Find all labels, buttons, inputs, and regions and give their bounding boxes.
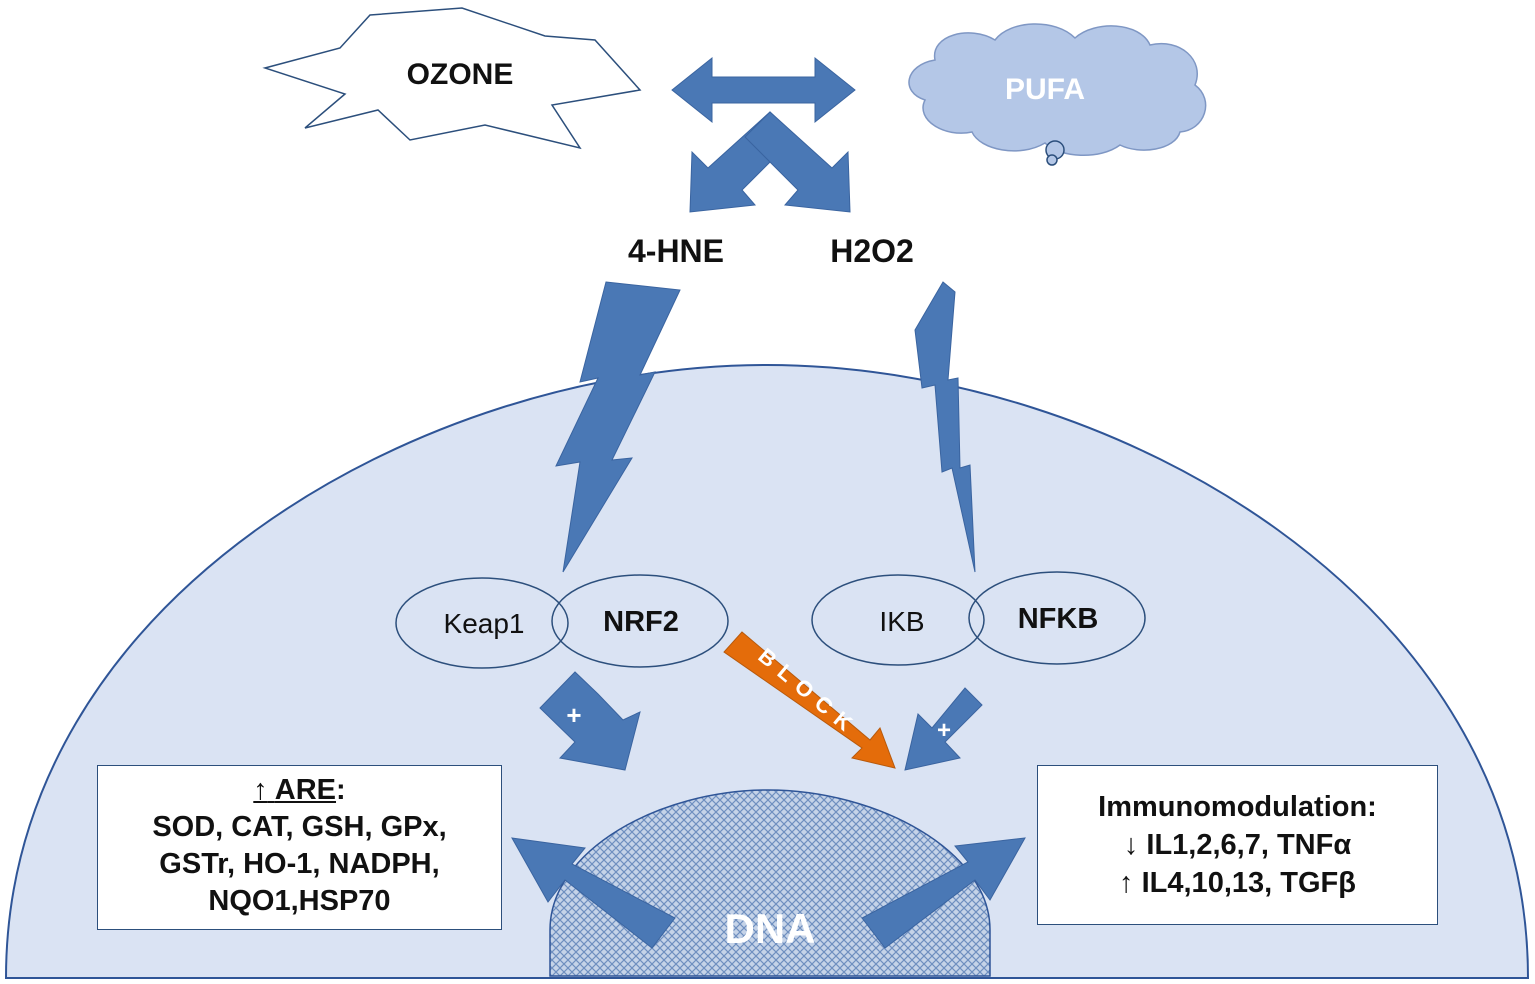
immuno-line-1: ↓ IL1,2,6,7, TNFα <box>1123 829 1352 861</box>
plus-right: + <box>937 717 951 744</box>
dna-to-are-arrow <box>511 837 676 949</box>
ikb-label: IKB <box>879 606 924 637</box>
up-arrow-icon: ↑ <box>253 774 268 806</box>
ozone-label: OZONE <box>407 58 514 91</box>
dna-to-immuno-arrow <box>861 837 1026 949</box>
nfkb-to-dna-plus-arrow <box>904 687 983 771</box>
are-title-underlined: ↑ ARE <box>253 774 336 806</box>
hne-label: 4-HNE <box>628 233 724 269</box>
nfkb-ellipse <box>968 571 1146 665</box>
immuno-title: Immunomodulation: <box>1098 791 1377 823</box>
pufa-cloud-bubble-small <box>1046 154 1058 166</box>
are-line-3: NQO1,HSP70 <box>208 885 391 917</box>
are-genes-box: ↑ ARE: SOD, CAT, GSH, GPx, GSTr, HO-1, N… <box>97 765 502 930</box>
hne-lightning-bolt <box>555 281 681 573</box>
h2o2-lightning-bolt <box>914 281 976 573</box>
nrf2-label: NRF2 <box>603 606 679 638</box>
plus-left: + <box>566 700 581 730</box>
are-title-line: ↑ ARE: <box>98 772 501 809</box>
keap1-label: Keap1 <box>444 608 525 639</box>
nfkb-label: NFKB <box>1018 603 1099 635</box>
ozone-starburst <box>262 7 642 150</box>
are-title: ARE <box>274 774 337 806</box>
split-arrow-to-h2o2 <box>744 111 851 213</box>
immuno-line-2: ↑ IL4,10,13, TGFβ <box>1119 867 1356 899</box>
nrf2-ellipse <box>551 574 729 668</box>
keap1-ellipse <box>395 577 569 669</box>
ikb-ellipse <box>811 574 985 666</box>
are-line-2: GSTr, HO-1, NADPH, <box>159 848 440 880</box>
dna-label: DNA <box>725 905 816 952</box>
h2o2-label: H2O2 <box>830 233 914 269</box>
pufa-cloud <box>908 23 1207 156</box>
are-line-1: SOD, CAT, GSH, GPx, <box>152 811 447 843</box>
nrf2-to-dna-plus-arrow <box>539 671 641 771</box>
ozone-pufa-double-arrow <box>671 56 856 124</box>
are-title-colon: : <box>336 774 346 806</box>
pufa-label: PUFA <box>1005 73 1085 106</box>
immunomodulation-box: Immunomodulation: ↓ IL1,2,6,7, TNFα ↑ IL… <box>1037 765 1438 925</box>
